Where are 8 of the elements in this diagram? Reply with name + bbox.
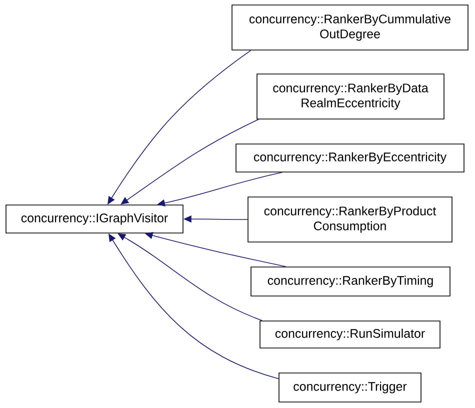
class-box: concurrency::RunSimulator [260, 320, 440, 348]
class-box: concurrency::RankerByData RealmEccentricity [256, 74, 444, 120]
class-box: concurrency::IGraphVisitor [6, 204, 184, 234]
class-box: concurrency::RankerByTiming [250, 266, 450, 296]
class-box: concurrency::RankerByCummulative OutDegree [232, 4, 468, 50]
class-box: concurrency::RankerByEccentricity [236, 144, 464, 172]
class-box: concurrency::Trigger [278, 372, 422, 402]
class-box: concurrency::RankerByProduct Consumption [248, 196, 452, 242]
